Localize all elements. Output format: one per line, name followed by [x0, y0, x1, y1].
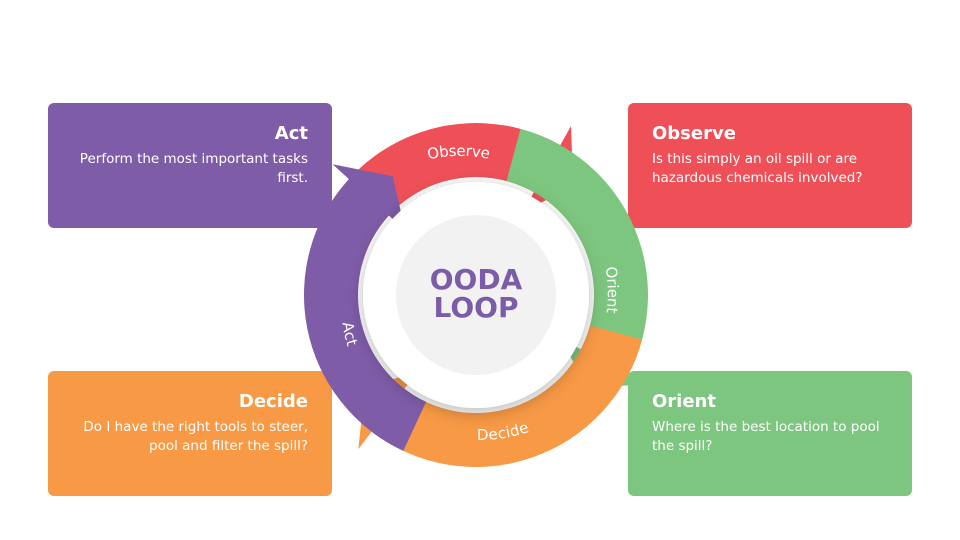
act-card-line-2: first. [277, 170, 308, 186]
observe-card-line-1: Is this simply an oil spill or are [652, 151, 858, 167]
act-card: Act Perform the most important tasks fir… [48, 103, 332, 228]
ooda-cycle-diagram: OODA LOOP Observe Orient Decide Act [303, 123, 649, 467]
center-title-line-2: LOOP [434, 291, 519, 324]
observe-card: Observe Is this simply an oil spill or a… [628, 103, 912, 228]
orient-card: Orient Where is the best location to poo… [628, 371, 912, 496]
observe-arrow-label: Observe [426, 142, 492, 164]
center-circle-inner [396, 215, 556, 375]
observe-card-line-2: hazardous chemicals involved? [652, 170, 863, 186]
act-card-body: Perform the most important tasks first. [72, 150, 308, 188]
act-card-title: Act [274, 123, 308, 144]
orient-arrow [506, 128, 649, 389]
act-arrow-label: Act [338, 320, 361, 348]
center-title-line-1: OODA [430, 263, 523, 296]
observe-card-body: Is this simply an oil spill or are hazar… [652, 150, 888, 188]
observe-arrow-label-text: Observe [426, 142, 492, 164]
decide-card: Decide Do I have the right tools to stee… [48, 371, 332, 496]
orient-card-line-2: the spill? [652, 438, 713, 454]
decide-card-line-2: pool and filter the spill? [149, 438, 308, 454]
decide-card-title: Decide [238, 391, 308, 412]
decide-arrow [358, 325, 643, 467]
orient-arrow-label: Orient [602, 265, 622, 314]
act-arrow-label-text: Act [338, 320, 361, 348]
observe-card-title: Observe [652, 123, 736, 144]
orient-card-title: Orient [652, 391, 716, 412]
act-card-line-1: Perform the most important tasks [79, 151, 308, 167]
orient-card-body: Where is the best location to pool the s… [652, 418, 888, 456]
decide-card-body: Do I have the right tools to steer, pool… [72, 418, 308, 456]
orient-card-line-1: Where is the best location to pool [652, 419, 880, 435]
act-arrow [303, 164, 427, 451]
orient-arrow-label-text: Orient [602, 265, 622, 314]
decide-card-line-1: Do I have the right tools to steer, [83, 419, 308, 435]
